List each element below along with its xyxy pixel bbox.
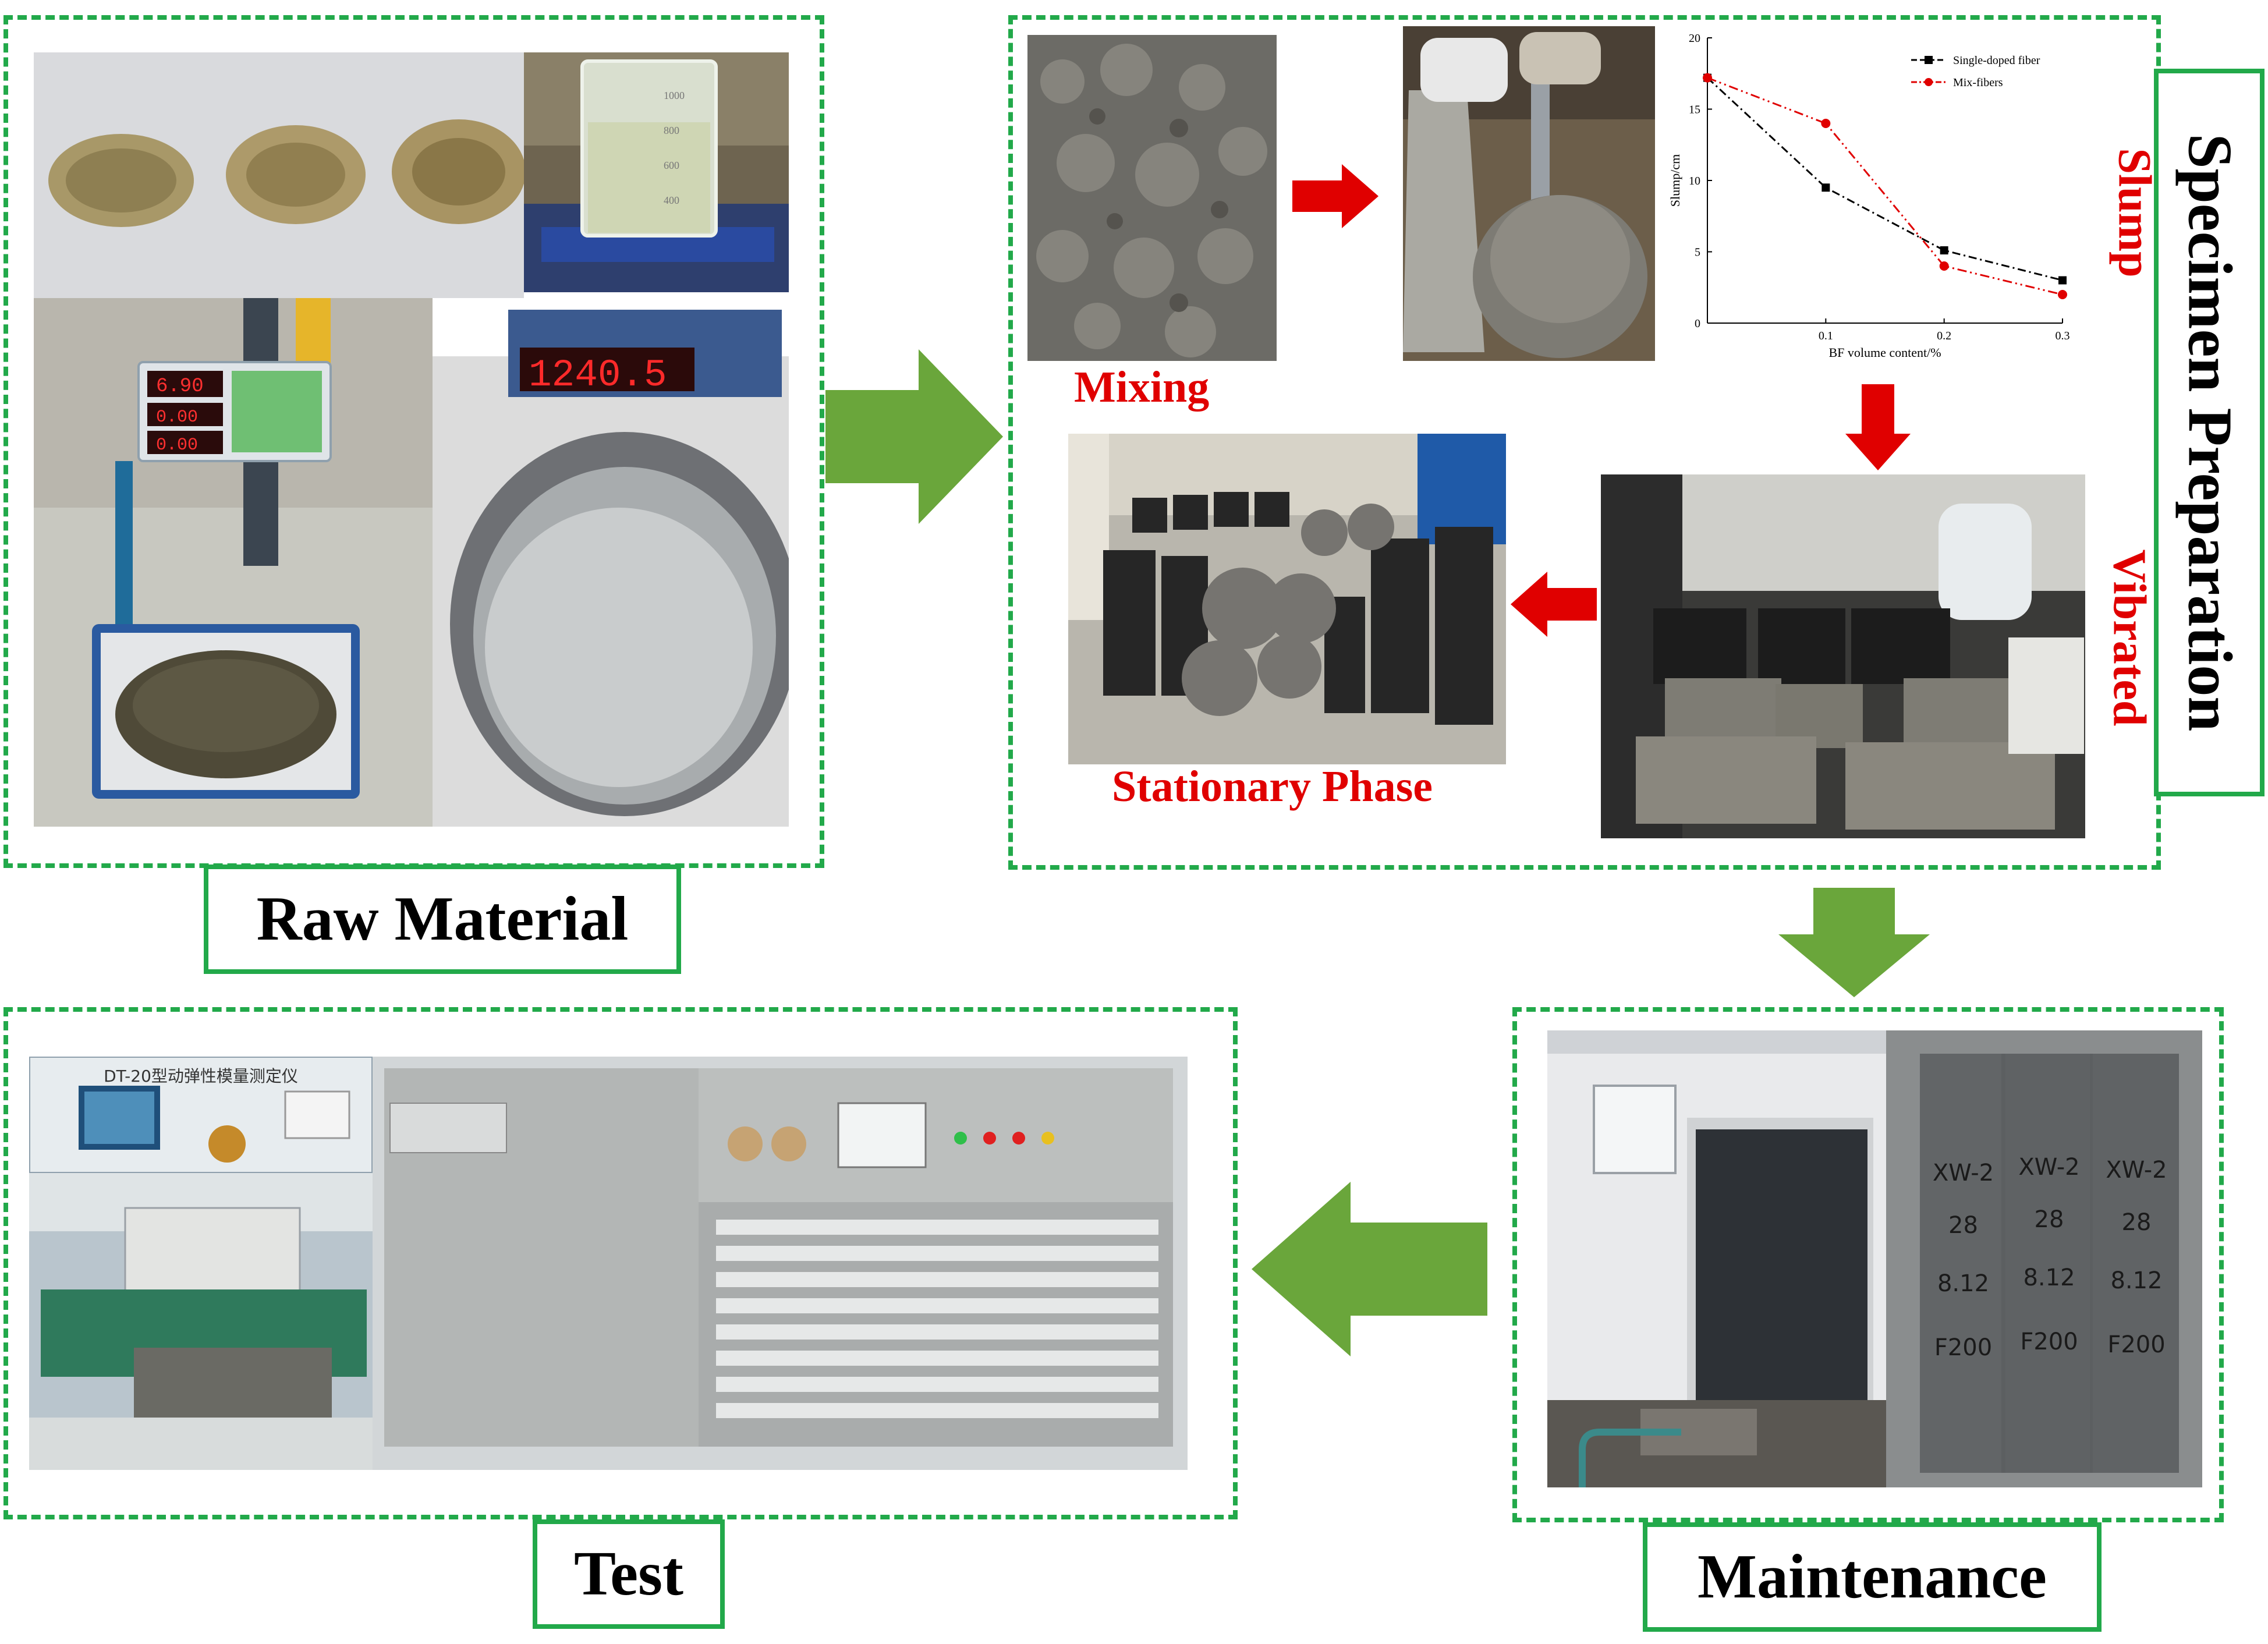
x-tick-label-0: 0.1 xyxy=(1819,329,1833,342)
maintenance-label: Maintenance xyxy=(1698,1542,2047,1611)
series-0-point-2 xyxy=(1940,246,1948,255)
specimen-mark-1: XW-2 28 8.12 F200 xyxy=(1924,1147,2003,1380)
stationary-phase-label: Stationary Phase xyxy=(1112,762,1433,811)
legend-label-0: Single-doped fiber xyxy=(1953,54,2040,67)
arrow-raw-to-preparation xyxy=(825,349,1003,524)
arrow-mixing-to-slump xyxy=(1292,164,1378,228)
dynamic-modulus-tester-photo: DT-20型动弹性模量测定仪 xyxy=(29,1057,373,1470)
mixing-photo xyxy=(1027,35,1277,361)
fiber-samples-photo xyxy=(34,52,524,298)
series-1-point-0 xyxy=(1703,73,1712,83)
x-axis-label: BF volume content/% xyxy=(1828,345,1941,360)
specimen-mark-2-line-2: 28 xyxy=(2034,1206,2064,1233)
y-axis-label: Slump/cm xyxy=(1668,154,1682,207)
y-tick-label-1: 5 xyxy=(1695,246,1700,259)
specimen-mark-2-line-1: XW-2 xyxy=(2018,1154,2080,1181)
mixing-label: Mixing xyxy=(1074,363,1210,412)
series-line-0 xyxy=(1706,77,2063,281)
sand-scale-photo: 6.90 0.00 0.00 xyxy=(34,298,433,827)
series-0-point-3 xyxy=(2058,276,2067,285)
specimen-mark-2-line-4: F200 xyxy=(2020,1328,2078,1355)
water-beaker-photo: 1000 800 600 400 xyxy=(524,52,789,292)
series-0-point-1 xyxy=(1822,183,1830,192)
arrow-vibrated-to-stationary xyxy=(1511,572,1597,637)
series-1-point-2 xyxy=(1939,261,1949,271)
scale-display-text: 1240.5 xyxy=(529,353,667,397)
specimen-mark-1-line-4: F200 xyxy=(1934,1334,1993,1361)
svg-text:400: 400 xyxy=(664,194,679,206)
test-label: Test xyxy=(573,1539,684,1608)
svg-text:600: 600 xyxy=(664,160,679,171)
raw-material-label-box: Raw Material xyxy=(204,864,681,974)
raw-material-label: Raw Material xyxy=(256,884,629,954)
svg-text:0.00: 0.00 xyxy=(156,408,198,427)
freeze-thaw-machine-photo xyxy=(373,1057,1188,1470)
series-1-point-3 xyxy=(2058,290,2067,299)
test-label-box: Test xyxy=(533,1519,725,1629)
legend-marker-0 xyxy=(1925,56,1933,64)
specimen-mark-1-line-1: XW-2 xyxy=(1932,1160,1994,1186)
x-tick-label-1: 0.2 xyxy=(1937,329,1951,342)
vibrated-label: Vibrated xyxy=(2103,549,2155,727)
x-tick-label-2: 0.3 xyxy=(2056,329,2070,342)
aggregate-bucket-photo: 1240.5 xyxy=(433,298,789,827)
arrow-slump-to-vibrated xyxy=(1845,384,1911,470)
specimen-mark-3-line-4: F200 xyxy=(2107,1331,2166,1358)
svg-text:800: 800 xyxy=(664,125,679,136)
tester-title: DT-20型动弹性模量测定仪 xyxy=(104,1067,298,1086)
specimen-mark-3-line-3: 8.12 xyxy=(2110,1267,2163,1294)
series-line-1 xyxy=(1707,77,2063,296)
vibrated-photo xyxy=(1601,474,2085,838)
slump-chart: 0 5 10 15 20 0.1 0.2 0.3 BF volume content/% Slum… xyxy=(1655,26,2089,361)
specimen-mark-2: XW-2 28 8.12 F200 xyxy=(2008,1141,2090,1374)
specimen-mark-1-line-3: 8.12 xyxy=(1937,1270,1990,1297)
stationary-phase-photo xyxy=(1068,434,1506,764)
legend-marker-1 xyxy=(1925,78,1933,86)
specimen-mark-3: XW-2 28 8.12 F200 xyxy=(2096,1144,2177,1377)
preparation-label: Specimen Preparation xyxy=(2175,133,2244,732)
arrow-maintenance-to-test xyxy=(1252,1182,1487,1356)
specimen-mark-2-line-3: 8.12 xyxy=(2023,1264,2075,1291)
svg-text:0.00: 0.00 xyxy=(156,435,198,455)
slump-test-photo xyxy=(1403,26,1655,361)
svg-text:1000: 1000 xyxy=(664,90,685,101)
legend-label-1: Mix-fibers xyxy=(1953,76,2003,89)
arrow-preparation-to-maintenance xyxy=(1778,888,1930,997)
specimen-mark-3-line-1: XW-2 xyxy=(2106,1157,2167,1184)
maintenance-label-box: Maintenance xyxy=(1643,1522,2102,1632)
specimen-mark-3-line-2: 28 xyxy=(2121,1209,2152,1236)
series-1-point-1 xyxy=(1821,119,1831,128)
specimen-mark-1-line-2: 28 xyxy=(1948,1212,1978,1239)
y-tick-label-3: 15 xyxy=(1689,104,1700,116)
slump-chart-svg: 0 5 10 15 20 0.1 0.2 0.3 BF volume content/% Slum… xyxy=(1668,32,2070,360)
maintenance-frame xyxy=(1512,1007,2224,1522)
slump-label: Slump xyxy=(2108,148,2160,278)
test-frame xyxy=(3,1007,1238,1519)
y-tick-label-4: 20 xyxy=(1689,32,1700,45)
svg-text:6.90: 6.90 xyxy=(156,375,204,398)
y-tick-label-0: 0 xyxy=(1695,317,1700,330)
curing-room-photo xyxy=(1547,1030,1886,1487)
specimen-marks-photo: XW-2 28 8.12 F200 XW-2 28 8.12 F200 XW-2… xyxy=(1886,1030,2202,1487)
preparation-label-box: Specimen Preparation xyxy=(2154,69,2265,796)
y-tick-label-2: 10 xyxy=(1689,175,1700,187)
